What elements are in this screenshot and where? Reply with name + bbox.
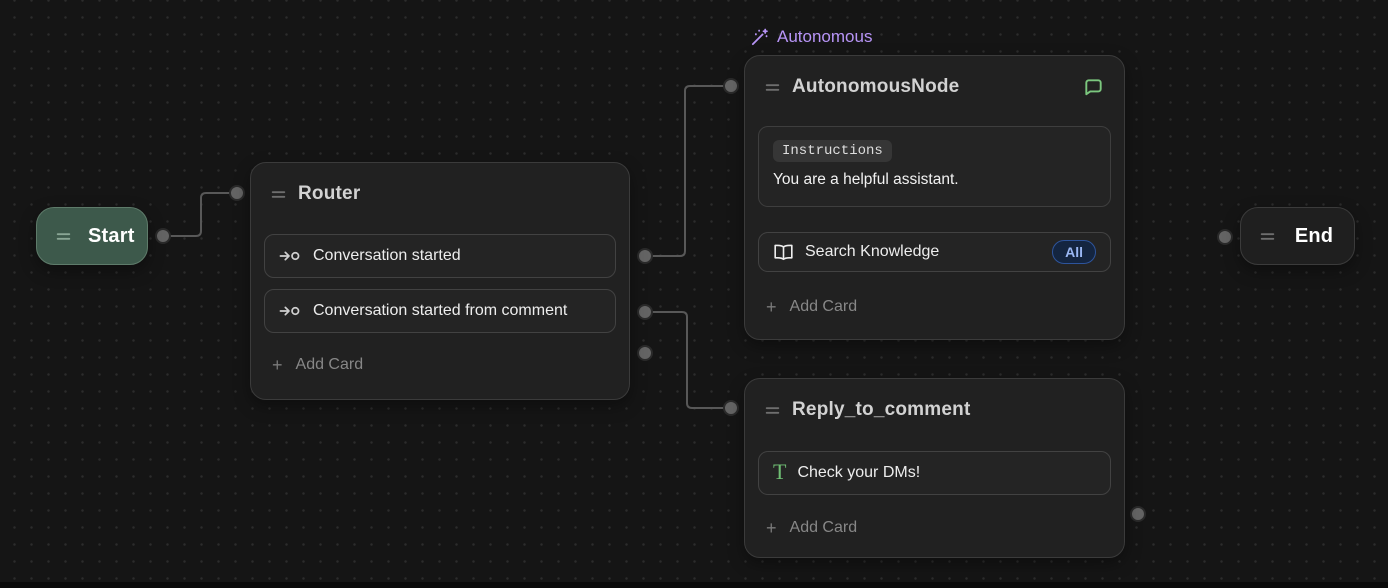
open-book-icon — [773, 244, 794, 261]
router-add-card-button[interactable]: + Add Card — [264, 350, 616, 380]
reply-header: Reply_to_comment — [758, 395, 1111, 425]
card-label: Conversation started from comment — [313, 302, 568, 319]
wire-start-to-router[interactable] — [163, 192, 236, 237]
autonomous-tag-label: Autonomous — [777, 27, 873, 46]
drag-handle-icon[interactable] — [55, 228, 72, 245]
drag-handle-icon[interactable] — [1259, 228, 1276, 245]
reply-add-card-button[interactable]: + Add Card — [758, 513, 1111, 543]
autonomous-node[interactable]: AutonomousNode Instructions You are a he… — [744, 55, 1125, 340]
router-node-title: Router — [298, 183, 361, 204]
port-router-in[interactable] — [229, 185, 245, 201]
port-router-card2-out[interactable] — [637, 304, 653, 320]
autonomous-add-card-button[interactable]: + Add Card — [758, 292, 1111, 322]
wire-card2-to-reply[interactable] — [645, 311, 730, 409]
end-node-label: End — [1294, 224, 1334, 247]
autonomous-tag: Autonomous — [750, 27, 872, 47]
wire-card1-to-autonomous[interactable] — [645, 85, 730, 257]
canvas-bottom-edge — [0, 582, 1388, 588]
magic-wand-icon — [750, 28, 769, 47]
add-card-label: Add Card — [789, 519, 858, 536]
instructions-text: You are a helpful assistant. — [773, 171, 959, 188]
arrow-to-circle-icon — [279, 249, 302, 263]
port-autonomous-in[interactable] — [723, 78, 739, 94]
plus-icon: + — [272, 355, 283, 375]
drag-handle-icon[interactable] — [764, 402, 781, 419]
instructions-chip: Instructions — [773, 140, 892, 162]
plus-icon: + — [766, 518, 777, 538]
arrow-to-circle-icon — [279, 304, 302, 318]
port-start-out[interactable] — [155, 228, 171, 244]
instructions-card[interactable]: Instructions You are a helpful assistant… — [758, 126, 1111, 207]
end-node[interactable]: End — [1240, 207, 1355, 265]
start-node[interactable]: Start — [36, 207, 148, 265]
add-card-label: Add Card — [295, 356, 364, 373]
autonomous-node-title: AutonomousNode — [792, 76, 960, 97]
chat-bubble-icon[interactable] — [1082, 76, 1105, 99]
drag-handle-icon[interactable] — [270, 186, 287, 203]
port-router-card1-out[interactable] — [637, 248, 653, 264]
drag-handle-icon[interactable] — [764, 79, 781, 96]
reply-node-title: Reply_to_comment — [792, 399, 971, 420]
search-knowledge-card[interactable]: Search Knowledge All — [758, 232, 1111, 272]
autonomous-header: AutonomousNode — [758, 72, 1111, 102]
port-reply-out[interactable] — [1130, 506, 1146, 522]
router-card-conversation-started-from-comment[interactable]: Conversation started from comment — [264, 289, 616, 333]
add-card-label: Add Card — [789, 298, 858, 315]
start-node-label: Start — [88, 224, 135, 247]
port-end-in[interactable] — [1217, 229, 1233, 245]
router-header: Router — [264, 179, 616, 209]
reply-to-comment-node[interactable]: Reply_to_comment T Check your DMs! + Add… — [744, 378, 1125, 558]
search-knowledge-label: Search Knowledge — [805, 243, 940, 260]
port-reply-in[interactable] — [723, 400, 739, 416]
knowledge-scope-badge[interactable]: All — [1052, 240, 1096, 264]
reply-text-card[interactable]: T Check your DMs! — [758, 451, 1111, 495]
text-icon: T — [773, 459, 787, 484]
router-node[interactable]: Router Conversation started Conversation… — [250, 162, 630, 400]
plus-icon: + — [766, 297, 777, 317]
router-card-conversation-started[interactable]: Conversation started — [264, 234, 616, 278]
port-router-out[interactable] — [637, 345, 653, 361]
reply-card-label: Check your DMs! — [797, 464, 921, 481]
card-label: Conversation started — [313, 247, 461, 264]
